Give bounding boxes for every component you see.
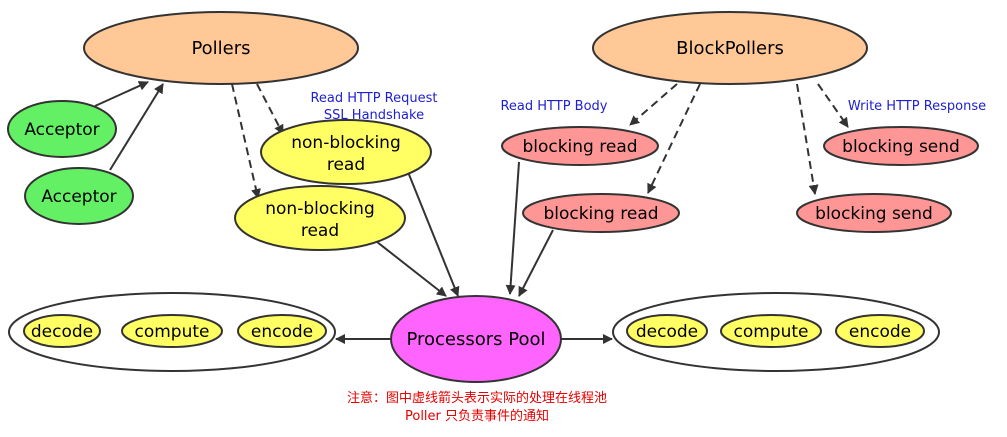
acceptor-node-2: Acceptor (24, 167, 134, 225)
label-ssl-handshake: SSL Handshake (324, 108, 424, 123)
right-encode-shape (835, 314, 925, 348)
acceptor-1-label: Acceptor (24, 120, 99, 140)
edge-pollers-to-nbread1 (256, 83, 284, 135)
note-line-1: 注意：图中虚线箭头表示实际的处理在线程池 (347, 390, 607, 406)
edge-nbread2-to-pool (371, 237, 447, 297)
processors-pool-shape (390, 295, 562, 383)
edge-pollers-to-nbread2 (231, 83, 261, 199)
acceptor-2-shape (24, 167, 134, 225)
processors-pool-node: Processors Pool (390, 295, 562, 383)
nonblocking-read-2-line1: non-blocking (265, 199, 374, 219)
block-pollers-node: BlockPollers (592, 11, 868, 85)
right-decode-label: decode (636, 322, 698, 342)
edge-acceptor2-to-pollers (109, 83, 164, 171)
edge-nbread1-to-pool (407, 171, 460, 297)
left-encode-shape (237, 314, 327, 348)
nonblocking-read-2-shape (234, 185, 406, 251)
pollers-node: Pollers (83, 11, 359, 85)
right-compute-label: compute (734, 322, 809, 342)
blocking-read-2-shape (522, 193, 680, 233)
blocking-send-node-2: blocking send (796, 193, 952, 233)
processors-pool-label: Processors Pool (406, 329, 545, 350)
left-encode-label: encode (251, 322, 313, 342)
right-decode-shape (626, 314, 708, 348)
edge-blockpollers-to-bread2 (647, 83, 701, 194)
note-line-2: Poller 只负责事件的通知 (405, 408, 549, 424)
edge-bread1-to-pool (505, 161, 520, 295)
edge-acceptor1-to-pollers (94, 81, 149, 107)
nonblocking-read-node-2: non-blocking read (234, 185, 406, 251)
edge-blockpollers-to-bsend1 (817, 83, 849, 128)
acceptor-node-1: Acceptor (7, 100, 117, 158)
pollers-shape (83, 11, 359, 85)
left-compute-label: compute (135, 322, 210, 342)
label-read-http-request: Read HTTP Request (310, 91, 437, 106)
edge-bread2-to-pool (518, 229, 554, 297)
blocking-read-node-1: blocking read (501, 126, 659, 166)
left-decode-shape (23, 314, 101, 348)
blocking-send-2-shape (796, 193, 952, 233)
label-write-http-response: Write HTTP Response (848, 99, 986, 114)
right-compute-shape (720, 314, 822, 348)
right-task-group: decode compute encode (612, 292, 940, 372)
block-pollers-shape (592, 11, 868, 85)
nonblocking-read-node-1: non-blocking read (260, 119, 432, 185)
nonblocking-read-1-shape (260, 119, 432, 185)
right-encode-label: encode (849, 322, 911, 342)
edge-blockpollers-to-bsend2 (796, 83, 819, 195)
blocking-read-2-label: blocking read (543, 204, 658, 224)
nonblocking-read-1-line1: non-blocking (291, 133, 400, 153)
nonblocking-read-1-line2: read (327, 155, 365, 175)
blocking-send-1-shape (823, 126, 979, 166)
acceptor-2-label: Acceptor (41, 187, 116, 207)
blocking-read-1-shape (501, 126, 659, 166)
block-pollers-label: BlockPollers (676, 38, 784, 59)
blocking-send-2-label: blocking send (815, 204, 933, 224)
nonblocking-read-2-line2: read (301, 221, 339, 241)
acceptor-1-shape (7, 100, 117, 158)
left-task-group: decode compute encode (8, 292, 336, 372)
left-decode-label: decode (31, 322, 93, 342)
blocking-read-node-2: blocking read (522, 193, 680, 233)
left-compute-shape (121, 314, 223, 348)
edge-blockpollers-to-bread1 (629, 83, 678, 126)
label-read-http-body: Read HTTP Body (500, 99, 607, 114)
pollers-label: Pollers (191, 38, 250, 59)
edges (94, 81, 849, 344)
blocking-send-node-1: blocking send (823, 126, 979, 166)
blocking-read-1-label: blocking read (522, 137, 637, 157)
blocking-send-1-label: blocking send (842, 137, 960, 157)
